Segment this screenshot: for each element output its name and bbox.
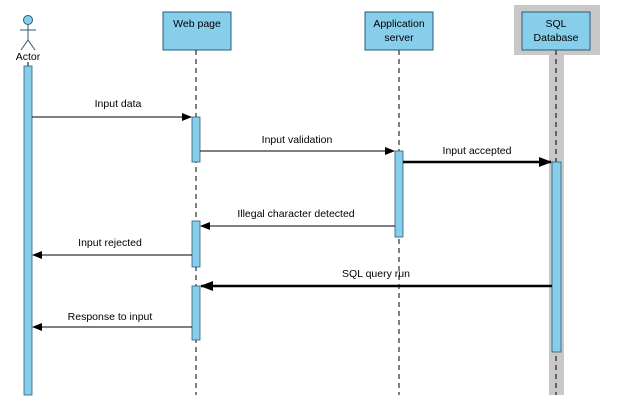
- message-input-validation: Input validation: [200, 134, 395, 155]
- message-label: Input accepted: [443, 145, 512, 157]
- message-input-data: Input data: [32, 98, 192, 121]
- message-response-to-input: Response to input: [32, 311, 192, 331]
- application-server-activation-bar: [394, 150, 404, 238]
- message-label: Response to input: [68, 311, 153, 323]
- message-input-rejected: Input rejected: [32, 237, 192, 259]
- message-label: Input data: [95, 98, 142, 110]
- message-label: Input rejected: [78, 237, 142, 249]
- message-label: Illegal character detected: [237, 208, 354, 220]
- actor-label: Actor: [16, 51, 41, 63]
- message-label: Input validation: [262, 134, 333, 146]
- participant-label: Web page: [173, 18, 221, 30]
- participant-label: Application: [373, 18, 425, 30]
- web-page-activation-bar: [191, 116, 201, 163]
- message-input-accepted: Input accepted: [403, 145, 552, 167]
- actor-activation-bar: [23, 65, 33, 396]
- message-sql-query-run: SQL query run: [200, 268, 552, 291]
- web-page-activation-bar: [191, 285, 201, 341]
- message-illegal-character-detected: Illegal character detected: [200, 208, 395, 230]
- participant-sql-database: SQL Database: [521, 11, 591, 51]
- participant-label: server: [384, 32, 414, 44]
- participant-web-page: Web page: [162, 11, 232, 51]
- web-page-activation-bar: [191, 220, 201, 268]
- stick-figure-icon: [20, 15, 36, 51]
- sql-database-activation-bar: [551, 161, 562, 353]
- participant-application-server: Application server: [364, 11, 434, 51]
- participant-label: SQL: [545, 18, 566, 30]
- message-label: SQL query run: [342, 268, 410, 280]
- participant-label: Database: [534, 32, 579, 44]
